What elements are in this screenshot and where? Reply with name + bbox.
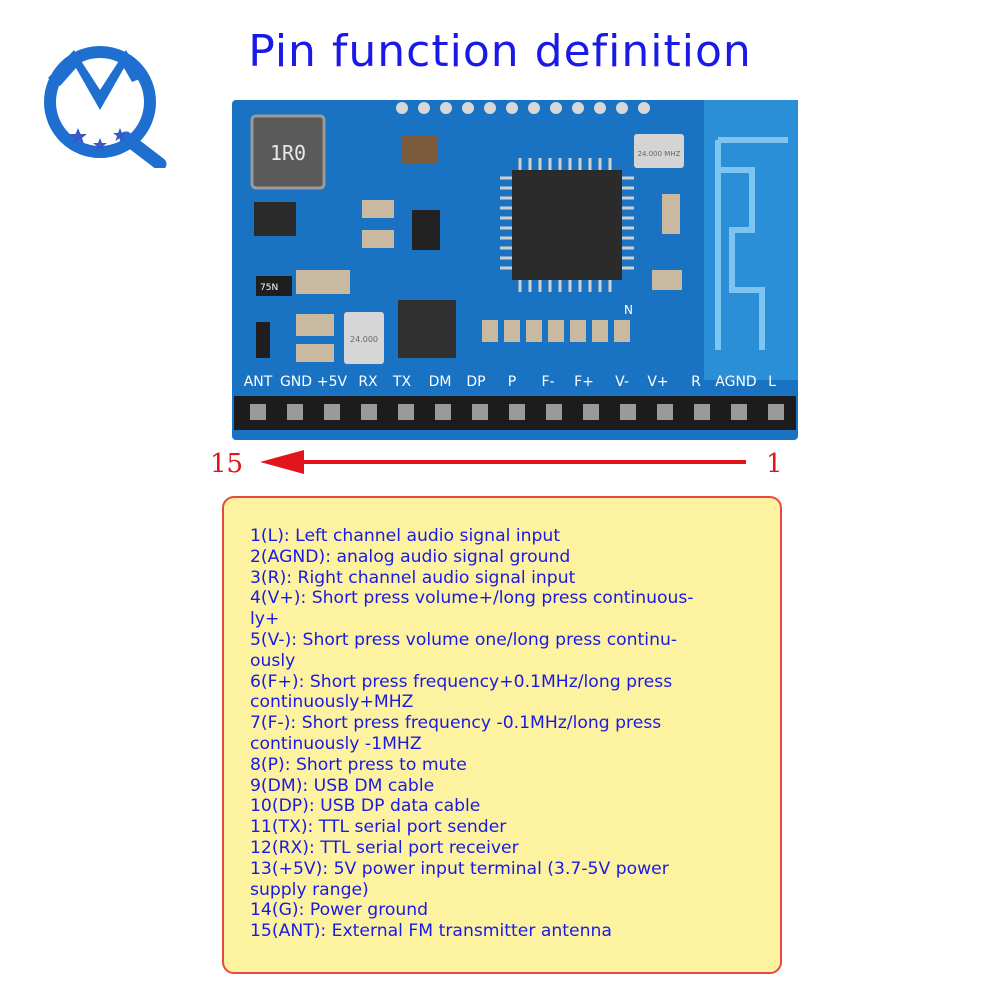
- pin-description-line: 10(DP): USB DP data cable: [250, 796, 481, 817]
- crystal-label: 24.000 MHZ: [638, 150, 681, 158]
- logo-star-icon: [93, 138, 107, 151]
- pin-description-line: 6(F+): Short press frequency+0.1MHz/long…: [250, 671, 673, 692]
- resistor-label: 75N: [260, 283, 278, 293]
- transistor: [254, 202, 296, 236]
- n-mark: N: [624, 303, 633, 317]
- top-pads: [396, 102, 650, 114]
- pin-label: +5V: [317, 374, 348, 390]
- main-chip: [512, 170, 622, 280]
- passive-components: [256, 136, 682, 362]
- pin-description-line: 15(ANT): External FM transmitter antenna: [250, 921, 612, 942]
- small-crystal: [344, 312, 384, 364]
- pin-label: V-: [615, 374, 629, 390]
- pin-label: P: [508, 374, 516, 390]
- pin-description-line: 12(RX): TTL serial port receiver: [250, 837, 519, 858]
- pin-label: ANT: [244, 374, 273, 390]
- pin-description-line: 7(F-): Short press frequency -0.1MHz/lon…: [250, 713, 662, 734]
- arrow-from-label: 1: [766, 449, 783, 479]
- header-pins: [250, 404, 784, 420]
- pin-label: TX: [392, 374, 412, 390]
- pin-description-line: 9(DM): USB DM cable: [250, 775, 435, 796]
- pin-description-line: supply range): [250, 879, 369, 900]
- pin-description-line: 1(L): Left channel audio signal input: [250, 526, 561, 546]
- secondary-chip: [398, 300, 456, 358]
- arrow-to-label: 15: [210, 449, 243, 479]
- pin-description-line: 14(G): Power ground: [250, 900, 429, 921]
- pin-label: F-: [541, 374, 554, 390]
- pin-label: R: [691, 374, 701, 390]
- chip-pins: [500, 158, 634, 292]
- pin-direction-arrow: 15 1: [210, 449, 783, 479]
- pin-label: L: [768, 374, 776, 390]
- logo-m-shape: [48, 50, 142, 110]
- page-title: Pin function definition: [248, 26, 752, 77]
- pin-label: AGND: [715, 374, 756, 390]
- small-crystal-label: 24.000: [350, 335, 378, 344]
- pin-description-line: 13(+5V): 5V power input terminal (3.7-5V…: [250, 858, 669, 879]
- crystal: [634, 134, 684, 168]
- pin-label: DM: [429, 374, 452, 390]
- pin-description-line: 2(AGND): analog audio signal ground: [250, 546, 571, 567]
- pin-description-line: continuously+MHZ: [250, 692, 414, 713]
- inductor: [250, 114, 326, 190]
- pin-description-line: 11(TX): TTL serial port sender: [250, 817, 507, 838]
- pin-label: V+: [647, 374, 668, 390]
- pin-label-row: ANT GND +5V RX TX DM DP P F- F+ V- V+ R …: [244, 374, 776, 390]
- arrow-head-icon: [260, 450, 304, 474]
- pcb-board: 1R0 24.000 MHZ 24.000 75N N ANT GND +5V: [232, 100, 798, 440]
- pin-label: DP: [466, 374, 485, 390]
- pin-label: RX: [358, 374, 378, 390]
- pin-description-line: 8(P): Short press to mute: [250, 754, 467, 775]
- antenna-trace: [715, 137, 788, 350]
- pin-description-line: 5(V-): Short press volume one/long press…: [250, 629, 678, 650]
- logo-star-icon: [113, 128, 127, 141]
- pin-description-line: ously: [250, 650, 296, 671]
- logo-ring-tail: [119, 131, 167, 168]
- pin-description-line: continuously -1MHZ: [250, 733, 422, 754]
- pin-description-line: 4(V+): Short press volume+/long press co…: [250, 588, 694, 609]
- logo-ring: [44, 46, 156, 158]
- logo-star-icon: [69, 128, 87, 144]
- inductor-label: 1R0: [270, 141, 306, 165]
- pin-description-line: ly+: [250, 609, 280, 630]
- mq-logo: [44, 46, 167, 168]
- pin-label: GND: [280, 374, 312, 390]
- pin-description-line: 3(R): Right channel audio signal input: [250, 567, 576, 588]
- pin-label: F+: [574, 374, 594, 390]
